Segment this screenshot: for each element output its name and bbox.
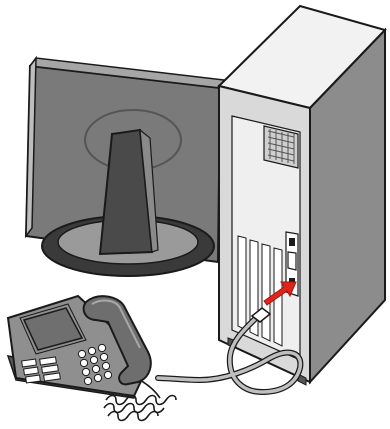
telephone (8, 296, 176, 421)
monitor (26, 58, 224, 276)
tower-fan-vent (264, 126, 298, 168)
port-usb (289, 238, 295, 246)
port-serial (288, 252, 296, 270)
